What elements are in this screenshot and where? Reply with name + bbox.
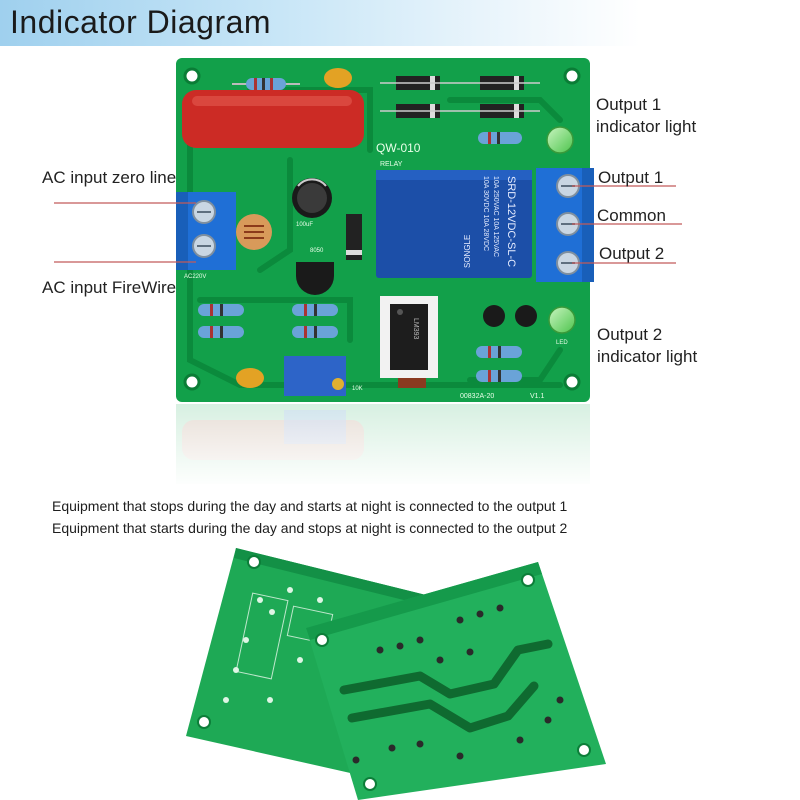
note-output1: Equipment that stops during the day and … xyxy=(52,498,568,514)
label-ac-firewire: AC input FireWire xyxy=(42,278,177,297)
resistor-top xyxy=(232,78,300,90)
diode-bottom xyxy=(398,378,426,388)
bare-pcb-right xyxy=(306,562,606,800)
relay-model-text: SRD-12VDC-SL-C xyxy=(505,176,517,267)
small-cap-1 xyxy=(483,305,505,327)
mounting-holes xyxy=(183,67,581,391)
header-banner: Indicator Diagram xyxy=(0,0,800,46)
ic-chip xyxy=(380,296,438,378)
board-model-text: QW-010 xyxy=(376,141,421,155)
diode-vertical xyxy=(346,214,362,260)
board-reflection xyxy=(176,404,590,488)
transistor-text: 8050 xyxy=(310,248,324,254)
ac-tag-text: AC220V xyxy=(184,274,206,280)
relay xyxy=(376,170,532,278)
electrolytic-capacitor xyxy=(292,178,332,218)
transistor xyxy=(296,262,334,295)
ac-terminal-block xyxy=(176,192,236,270)
led-output1 xyxy=(546,126,574,154)
pcb-code-text: 00832A-20 xyxy=(460,393,494,400)
label-output2-indicator: Output 2 indicator light xyxy=(597,324,697,368)
label-output1: Output 1 xyxy=(598,168,664,187)
pcb-board: QW-010 RELAY 100uF 8050 xyxy=(176,58,594,402)
callout-lines xyxy=(54,185,682,264)
label-output1-indicator-line1: Output 1 xyxy=(596,95,662,114)
resistor-led1 xyxy=(478,132,522,144)
resistor-row-right xyxy=(476,346,522,382)
resistor-row-mid xyxy=(292,304,338,338)
diode-array xyxy=(380,76,540,118)
resistor-row-left xyxy=(198,304,244,338)
led-output2 xyxy=(548,306,576,334)
pot-tag-text: 10K xyxy=(352,386,363,392)
relay-brand-text: SONGLE xyxy=(463,235,472,268)
output-terminal-block xyxy=(536,168,594,282)
relay-rating-text-2: 10A 30VDC 10A 28VDC xyxy=(482,176,489,251)
relay-rating-text-1: 10A 250VAC 10A 125VAC xyxy=(492,176,499,257)
cap-value-text: 100uF xyxy=(296,222,313,228)
label-output1-indicator-line2: indicator light xyxy=(596,117,697,136)
led-tag-text: LED xyxy=(556,340,568,346)
small-cap-2 xyxy=(515,305,537,327)
label-common: Common xyxy=(597,206,666,225)
page-title: Indicator Diagram xyxy=(10,4,272,40)
label-output2-indicator-line2: indicator light xyxy=(597,347,698,366)
pcb-version-text: V1.1 xyxy=(530,393,545,400)
label-output1-indicator: Output 1 indicator light xyxy=(596,94,696,138)
label-ac-zero-line: AC input zero line xyxy=(42,168,177,187)
potentiometer xyxy=(284,356,346,396)
label-output2-indicator-line1: Output 2 xyxy=(597,325,663,344)
ceramic-capacitor-top xyxy=(324,68,352,88)
ceramic-capacitor-bottom xyxy=(236,368,264,388)
photoresistor xyxy=(236,214,272,250)
ic-text: LM393 xyxy=(412,318,419,340)
note-output2: Equipment that starts during the day and… xyxy=(52,520,568,536)
label-output2: Output 2 xyxy=(599,244,665,263)
relay-tag-text: RELAY xyxy=(380,161,403,168)
